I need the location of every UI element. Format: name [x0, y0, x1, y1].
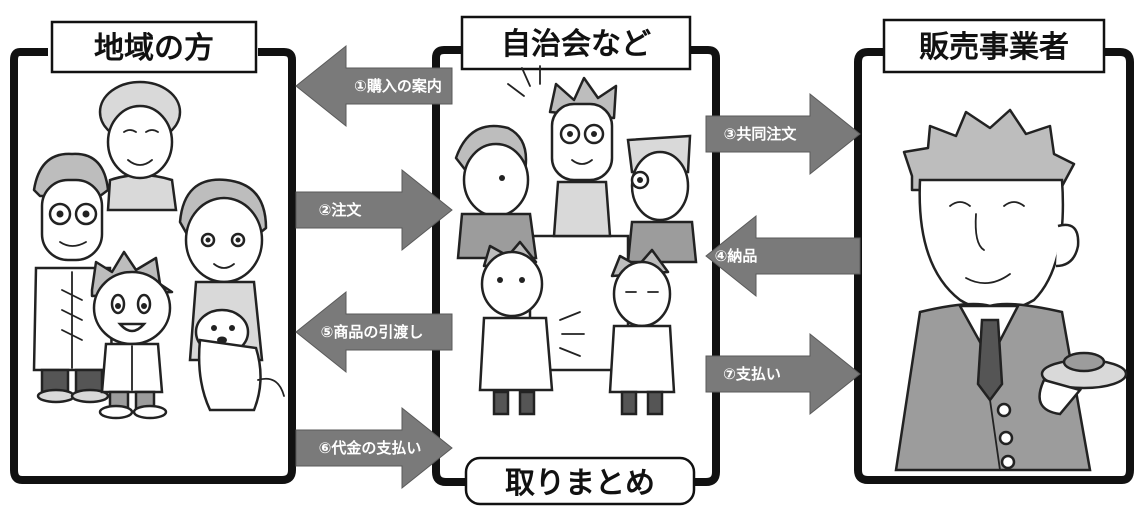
arrow-joint-order: ③共同注文 — [705, 92, 861, 176]
arrow-purchase-guidance-label: ①購入の案内 — [354, 77, 442, 95]
vendor-title: 販売事業者 — [919, 30, 1069, 65]
arrow-order: ②注文 — [295, 168, 453, 252]
product-item — [1062, 351, 1106, 373]
arrow-joint-order-label: ③共同注文 — [724, 125, 798, 143]
association-illustration — [454, 65, 698, 416]
dog-figure — [194, 308, 285, 412]
residents-illustration — [32, 80, 285, 420]
association-footer: 取りまとめ — [505, 466, 655, 501]
vendor-title-box — [882, 18, 1106, 74]
association-title-box — [460, 15, 692, 71]
vendor-panel: 販売事業者 — [854, 18, 1134, 484]
residents-panel: 地域の方 — [10, 20, 296, 484]
leader-figure — [507, 65, 618, 238]
arrow-payment-for-goods: ⑥代金の支払い — [295, 406, 453, 490]
seated-left-member-figure — [478, 240, 585, 416]
arrow-purchase-guidance: ①購入の案内 — [295, 44, 453, 128]
boy-figure — [90, 250, 174, 420]
residents-title: 地域の方 — [94, 31, 214, 66]
arrow-payment: ⑦支払い — [705, 332, 861, 416]
association-title: 自治会など — [501, 27, 651, 62]
arrow-delivery: ④納品 — [705, 214, 861, 298]
arrow-payment-label: ⑦支払い — [723, 365, 781, 383]
vendor-illustration — [894, 108, 1128, 472]
residents-title-box — [50, 20, 258, 74]
man-with-glasses-figure — [32, 152, 114, 404]
left-member-figure — [454, 124, 538, 260]
association-footer-box — [464, 456, 696, 506]
arrow-goods-handover-label: ⑤商品の引渡し — [321, 323, 424, 341]
grandmother-figure — [98, 80, 182, 212]
association-panel: 自治会など 取りまとめ — [432, 15, 720, 506]
seated-right-member-figure — [608, 248, 676, 416]
right-member-figure — [626, 134, 698, 264]
arrow-goods-handover: ⑤商品の引渡し — [295, 290, 453, 374]
arrow-delivery-label: ④納品 — [715, 247, 758, 265]
arrow-order-label: ②注文 — [319, 201, 363, 219]
arrow-payment-for-goods-label: ⑥代金の支払い — [319, 439, 422, 457]
